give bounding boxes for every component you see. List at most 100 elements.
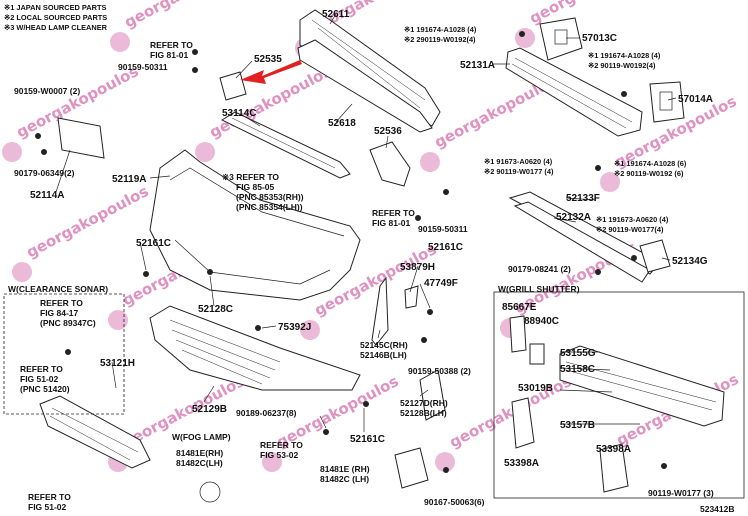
label-fastener: ※2 90119-W0192(4): [588, 61, 656, 70]
fastener-dots: [35, 31, 667, 473]
bumper-reinforcement-52131a[interactable]: [505, 47, 643, 137]
bracket-52145c[interactable]: [371, 276, 389, 346]
label-53019b: 53019B: [518, 383, 553, 394]
label-fastener: ※2 290119-W0192(4): [404, 35, 476, 44]
watermark-logo-icon: [110, 32, 130, 52]
watermark-logo-icon: [262, 452, 282, 472]
part-shapes: [39, 9, 725, 503]
label-52133f: 52133F: [566, 193, 600, 204]
label-53398a-b: 53398A: [596, 444, 631, 455]
label-fastener: ※1 191674-A1028 (4): [404, 25, 477, 34]
watermark-logo-icon: [12, 262, 32, 282]
label-52535: 52535: [254, 54, 282, 65]
label-81481e: 81481E(RH): [176, 448, 223, 458]
ref-text: FIG 81-01: [150, 50, 189, 60]
label-52128c: 52128C: [198, 304, 233, 315]
watermark-logo-icon: [2, 142, 22, 162]
label-52611: 52611: [322, 9, 350, 20]
label-fastener: ※1 191673-A0620 (4): [596, 215, 669, 224]
label-52536: 52536: [374, 126, 402, 137]
label-52161c: 52161C: [428, 242, 463, 253]
label-fastener: ※2 90119-W0177(4): [596, 225, 664, 234]
label-52114a: 52114A: [30, 190, 64, 201]
bracket-52536[interactable]: [369, 141, 411, 187]
fog-lamp-ring-icon: [199, 481, 221, 503]
clip-53879h[interactable]: [404, 285, 419, 309]
label-52129b: 52129B: [192, 404, 227, 415]
label-88940c: 88940C: [524, 316, 559, 327]
label-53158c: 53158C: [560, 364, 595, 375]
fastener-labels: 90159-50311 90159-W0007 (2) 90179-06349(…: [14, 25, 714, 507]
label-52127d: 52127D(RH): [400, 398, 448, 408]
watermark-logo-icon: [420, 152, 440, 172]
license-plate-bracket-52114a[interactable]: [57, 117, 105, 159]
label-57014a: 57014A: [678, 94, 713, 105]
label-fastener: 90159-50388 (2): [408, 366, 471, 376]
label-52146b: 52146B(LH): [360, 350, 407, 360]
bracket-85667e[interactable]: [509, 315, 527, 353]
label-53157b: 53157B: [560, 420, 595, 431]
watermark-logo-icon: [600, 172, 620, 192]
label-52128b: 52128B(LH): [400, 408, 447, 418]
watermark-text: georgakopoulos: [446, 372, 574, 452]
label-fastener: 90159-50311: [418, 224, 468, 234]
fog-lamp-81481e[interactable]: [394, 447, 429, 489]
label-75392j: 75392J: [278, 322, 311, 333]
watermark-logo-icon: [300, 320, 320, 340]
bracket-52134g[interactable]: [639, 239, 671, 273]
label-81482c: 81482C(LH): [176, 458, 223, 468]
sensor-88940c[interactable]: [529, 343, 545, 365]
label-fastener: 90159-50311: [118, 62, 168, 72]
label-fastener: 90159-W0007 (2): [14, 86, 80, 96]
leader-lines: [55, 13, 677, 432]
ref-text: FIG 51-02: [20, 374, 59, 384]
section-fog-lamp: W(FOG LAMP): [172, 432, 231, 442]
label-fastener: 90179-06349(2): [14, 168, 75, 178]
legend-line: ※2 LOCAL SOURCED PARTS: [4, 13, 107, 22]
label-52131a: 52131A: [460, 60, 495, 71]
ref-text: REFER TO: [150, 40, 193, 50]
label-57013c: 57013C: [582, 33, 617, 44]
legend-line: ※1 JAPAN SOURCED PARTS: [4, 3, 106, 12]
label-81482c-b: 81482C (LH): [320, 474, 369, 484]
label-fastener: ※2 90119-W0192 (6): [614, 169, 684, 178]
ref-text: (PNC 85354(LH)): [236, 202, 303, 212]
ref-text: (PNC 89347C): [40, 318, 96, 328]
label-53155g: 53155G: [560, 348, 596, 359]
label-53398a: 53398A: [504, 458, 539, 469]
bracket-52127d[interactable]: [419, 369, 446, 421]
label-fastener: 90189-06237(8): [236, 408, 297, 418]
ref-text: (PNC 85353(RH)): [236, 192, 304, 202]
ref-text: REFER TO: [260, 440, 303, 450]
ref-text: FIG 53-02: [260, 450, 299, 460]
label-fastener: 90179-08241 (2): [508, 264, 571, 274]
label-fastener: 90119-W0177 (3): [648, 488, 714, 498]
label-fastener: ※2 90119-W0177 (4): [484, 167, 554, 176]
diagram-code: 523412B: [700, 504, 735, 514]
label-fastener: ※1 191674-A1028 (4): [588, 51, 661, 60]
grill-shutter-53019b[interactable]: [559, 345, 725, 427]
ref-text: REFER TO: [372, 208, 415, 218]
label-53121h: 53121H: [100, 358, 135, 369]
label-81481e-b: 81481E (RH): [320, 464, 370, 474]
label-fastener: 90167-50063(6): [424, 497, 485, 507]
label-52134g: 52134G: [672, 256, 708, 267]
section-titles: W(CLEARANCE SONAR) W(FOG LAMP) W(GRILL S…: [8, 284, 580, 442]
bracket-53398a-left[interactable]: [511, 397, 535, 449]
ref-text: (PNC 51420): [20, 384, 70, 394]
highlight-arrow-icon: [240, 60, 302, 84]
bracket-52535[interactable]: [219, 71, 247, 101]
label-53879h: 53879H: [400, 262, 435, 273]
ref-text: REFER TO: [28, 492, 71, 502]
section-grill-shutter: W(GRILL SHUTTER): [498, 284, 580, 294]
label-fastener: ※1 191674-A1028 (6): [614, 159, 687, 168]
watermark-logo-icon: [108, 310, 128, 330]
label-47749f: 47749F: [424, 278, 458, 289]
actuator-53398a[interactable]: [599, 443, 629, 493]
label-52132a: 52132A: [556, 212, 591, 223]
label-53114c: 53114C: [222, 108, 256, 119]
label-52119a: 52119A: [112, 174, 146, 185]
lower-grille-52129b[interactable]: [149, 305, 361, 391]
group-outlines: [3, 291, 745, 499]
ref-text: FIG 51-02: [28, 502, 67, 512]
